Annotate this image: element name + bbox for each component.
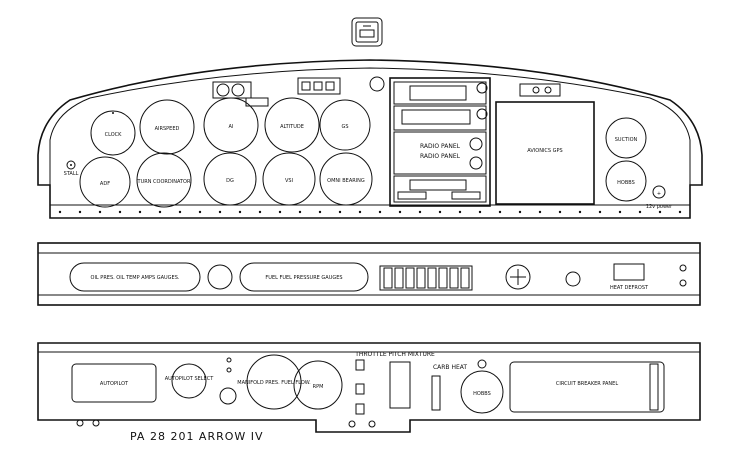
gauge-suction: SUCTION <box>605 117 647 159</box>
lower-panel: AUTOPILOT AUTOPILOT SELECT MANIFOLD PRES… <box>37 342 701 433</box>
svg-text:AIRSPEED: AIRSPEED <box>155 126 180 132</box>
svg-text:STALL: STALL <box>64 171 79 177</box>
gauge-adf: ADF <box>79 156 131 208</box>
gauge-hobbs-top: HOBBS <box>605 160 647 202</box>
svg-text:RADIO PANEL: RADIO PANEL <box>420 153 461 160</box>
svg-text:CARB HEAT: CARB HEAT <box>433 364 467 371</box>
switches-top <box>212 76 385 107</box>
svg-text:AUTOPILOT SELECT: AUTOPILOT SELECT <box>165 376 215 382</box>
svg-text:SUCTION: SUCTION <box>615 137 638 143</box>
stall-indicator: STALL <box>64 160 79 177</box>
gauge-omni-bearing: OMNI BEARING <box>319 152 373 206</box>
gauge-ai: AI <box>203 97 259 153</box>
svg-text:TURN COORDINATOR: TURN COORDINATOR <box>137 179 191 185</box>
svg-text:GS: GS <box>341 124 348 130</box>
svg-text:THROTTLE PITCH MIXTURE: THROTTLE PITCH MIXTURE <box>354 351 435 358</box>
gauge-dg: DG <box>203 152 257 206</box>
radio-stack: RADIO PANEL RADIO PANEL <box>389 77 491 207</box>
svg-text:HEAT DEFROST: HEAT DEFROST <box>610 285 649 291</box>
gauge-altitude: ALTITUDE <box>264 97 320 153</box>
svg-text:12v power: 12v power <box>646 204 673 210</box>
gauge-clock: CLOCK <box>90 110 136 156</box>
svg-text:HOBBS: HOBBS <box>617 180 635 186</box>
gauge-turn-coordinator: TURN COORDINATOR <box>136 152 192 208</box>
svg-text:OIL PRES. OIL TEMP AMPS GAUGES: OIL PRES. OIL TEMP AMPS GAUGES. <box>91 275 180 281</box>
svg-text:CIRCUIT BREAKER PANEL: CIRCUIT BREAKER PANEL <box>556 381 618 387</box>
svg-text:+: + <box>657 191 661 197</box>
compass <box>351 17 383 47</box>
svg-text:RPM: RPM <box>313 384 324 390</box>
power-outlet-12v: + 12v power <box>646 185 673 210</box>
svg-text:HOBBS: HOBBS <box>473 391 491 397</box>
gauge-airspeed: AIRSPEED <box>139 99 195 155</box>
panel-rivets <box>58 210 682 214</box>
svg-text:MANIFOLD PRES. FUEL FLOW.: MANIFOLD PRES. FUEL FLOW. <box>237 380 311 386</box>
svg-text:OMNI BEARING: OMNI BEARING <box>327 178 365 184</box>
svg-text:ALTITUDE: ALTITUDE <box>280 124 304 130</box>
svg-text:CLOCK: CLOCK <box>105 132 123 138</box>
svg-text:AI: AI <box>229 124 234 130</box>
avionics-gps-box: AVIONICS GPS <box>495 83 595 205</box>
svg-text:DG: DG <box>226 178 234 184</box>
gauge-gs: GS <box>319 99 371 151</box>
svg-text:FUEL FUEL PRESSURE GAUGES: FUEL FUEL PRESSURE GAUGES <box>265 275 342 281</box>
svg-text:VSI: VSI <box>285 178 293 184</box>
svg-text:AVIONICS GPS: AVIONICS GPS <box>527 148 562 154</box>
svg-text:RADIO PANEL: RADIO PANEL <box>420 143 461 150</box>
svg-text:AUTOPILOT: AUTOPILOT <box>100 381 129 387</box>
main-instrument-panel <box>37 59 703 219</box>
gauge-vsi: VSI <box>262 152 316 206</box>
svg-text:ADF: ADF <box>100 181 110 187</box>
panel-title: PA 28 201 ARROW IV <box>130 430 264 443</box>
middle-panel: OIL PRES. OIL TEMP AMPS GAUGES. FUEL FUE… <box>37 242 701 306</box>
